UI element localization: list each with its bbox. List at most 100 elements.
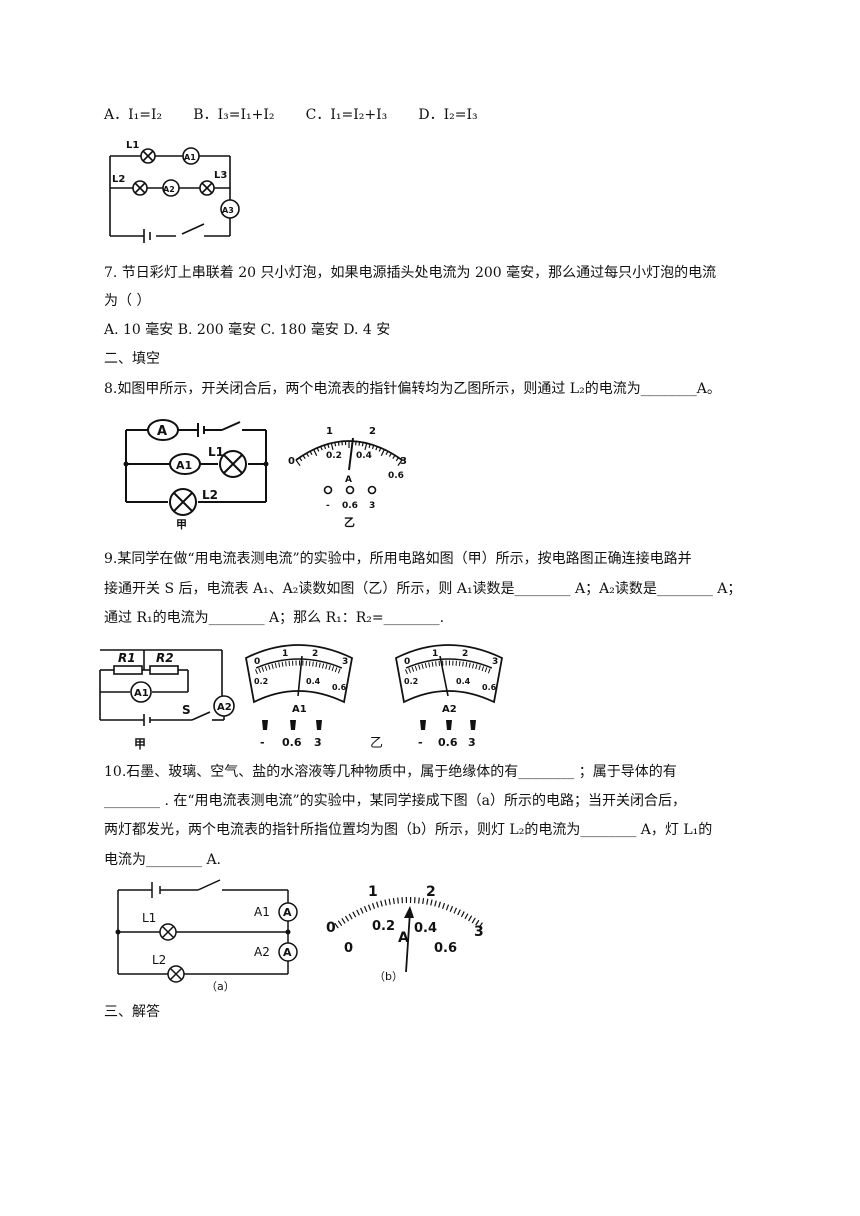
q8-caption-jia: 甲: [176, 518, 187, 531]
q8-dial-tick: [309, 450, 313, 456]
q8-dial-tick: [313, 449, 318, 457]
q10-b-top-2: 2: [426, 884, 436, 900]
q9-m2-terminal-3: 3: [468, 736, 476, 749]
q8-dial-tick: [295, 459, 301, 467]
q9-switch-s-label: S: [182, 703, 191, 717]
q9-m1-terminal-06: 0.6: [282, 736, 302, 749]
q8-unit-a: A: [345, 475, 352, 485]
q10-b-top-0: 0: [326, 920, 336, 936]
q10-caption-b: （b）: [374, 970, 403, 983]
q9-caption-yi: 乙: [370, 736, 384, 751]
q10-stem-line3: 两灯都发光，两个电流表的指针所指位置均为图（b）所示，则灯 L₂的电流为____…: [104, 822, 713, 838]
q10-b-top-1: 1: [368, 884, 378, 900]
q8-scale-bottom-3: 0.6: [388, 471, 404, 481]
q6-option-a: A．I₁=I₂: [104, 107, 163, 123]
q10-ammeter-1-symbol: A: [283, 906, 292, 919]
q9-m1-top-1: 1: [282, 649, 288, 659]
q9-stem-line2: 接通开关 S 后，电流表 A₁、A₂读数如图（乙）所示，则 A₁读数是_____…: [104, 581, 742, 597]
q8-dial-tick: [302, 454, 306, 459]
q8-dial-tick: [316, 447, 320, 452]
q8-dial-tick: [330, 442, 334, 451]
q8-dial-tick: [334, 442, 337, 447]
q8-terminal-06: 0.6: [342, 501, 358, 511]
q9-stem-line1: 9.某同学在做“用电流表测电流”的实验中，所用电路如图（甲）所示，按电路图正确连…: [104, 551, 692, 567]
q8-dial-tick: [395, 457, 399, 462]
q8-ammeter-a1-label: A1: [176, 459, 192, 472]
q10-ammeter-a2-label: A2: [254, 945, 270, 959]
q9-m2-bottom-2: 0.4: [456, 677, 471, 686]
q6-label-a2: A2: [163, 185, 175, 194]
q8-dial-tick: [337, 441, 340, 446]
q8-scale-top-3: 3: [400, 456, 407, 467]
q10-ammeter-2-symbol: A: [283, 946, 292, 959]
q8-terminal-minus: -: [326, 501, 330, 511]
q8-dial-tick: [385, 450, 389, 456]
q7-stem-line2: 为（ ）: [104, 293, 151, 309]
q6-label-l3: L3: [214, 170, 227, 181]
q8-stem: 8.如图甲所示，开关闭合后，两个电流表的指针偏转均为乙图所示，则通过 L₂的电流…: [104, 381, 721, 397]
q8-lamp-l1-label: L1: [208, 445, 224, 459]
q9-ammeter-a1: 0 1 2 3 0.2 0.4 0.6 A1 - 0.6 3: [244, 644, 354, 749]
q9-m1-top-3: 3: [342, 657, 348, 667]
q9-m2-top-1: 1: [432, 649, 438, 659]
q8-scale-top-1: 1: [326, 426, 333, 437]
q10-ammeter-dial-b: 0 1 2 3 0 0.2 0.4 0.6 A （b）: [326, 884, 484, 983]
q10-lamp-l2-label: L2: [152, 953, 166, 967]
q8-scale-bottom-1: 0.2: [326, 451, 342, 461]
q9-m2-top-2: 2: [462, 649, 468, 659]
q6-options: A．I₁=I₂ B．I₃=I₁+I₂ C．I₁=I₂+I₃ D．I₂=I₃: [104, 106, 478, 124]
q6-option-b: B．I₃=I₁+I₂: [193, 107, 275, 123]
q6-label-l1: L1: [126, 140, 139, 151]
q9-m1-terminal-3: 3: [314, 736, 322, 749]
q10-stem-line1: 10.石墨、玻璃、空气、盐的水溶液等几种物质中，属于绝缘体的有________ …: [104, 764, 677, 780]
q6-label-a3: A3: [222, 206, 234, 215]
q10-b-bottom-3: 0.6: [434, 941, 457, 956]
q8-dial-tick: [375, 446, 378, 451]
q8-dial-tick: [364, 442, 368, 451]
q10-caption-a: （a）: [206, 980, 235, 993]
q8-caption-yi: 乙: [344, 516, 355, 529]
q8-dial-tick: [306, 452, 310, 457]
q9-m1-name: A1: [292, 704, 307, 715]
q8-ammeter-a-label: A: [157, 424, 167, 439]
q8-dial-tick: [327, 443, 330, 449]
section-heading-answers: 三、解答: [104, 1004, 160, 1020]
q8-circuit-diagram: A A1 L1 L2 甲: [123, 419, 269, 531]
q8-terminal-3: 3: [369, 501, 375, 511]
q6-option-c: C．I₁=I₂+I₃: [305, 107, 388, 123]
section-heading-fill-in: 二、填空: [104, 351, 160, 367]
q8-lamp-l2-label: L2: [202, 488, 218, 502]
q8-dial-tick: [397, 459, 403, 467]
q9-m1-bottom-1: 0.2: [254, 677, 268, 686]
q8-dial-tick: [368, 443, 371, 449]
q8-dial-tick: [299, 457, 303, 462]
q8-ammeter-dial: 0 1 2 3 0.2 0.4 0.6 A - 0.6 3 乙: [288, 426, 407, 529]
q10-stem-line2: ________ . 在“用电流表测电流”的实验中，某同学接成下图（a）所示的电…: [104, 793, 687, 809]
q6-label-a1: A1: [184, 153, 196, 162]
q8-dial-tick: [323, 444, 327, 450]
q6-option-d: D．I₂=I₃: [418, 107, 478, 123]
q10-circuit-diagram-a: L1 L2 A1 A2 A A （a）: [115, 879, 298, 993]
q10-b-bottom-2: 0.4: [414, 921, 437, 936]
q8-dial-tick: [378, 447, 382, 452]
q9-m2-name: A2: [442, 704, 457, 715]
q7-options: A. 10 毫安 B. 200 毫安 C. 180 毫安 D. 4 安: [104, 322, 391, 338]
q9-m2-top-3: 3: [492, 657, 498, 667]
q9-stem-line3: 通过 R₁的电流为________ A；那么 R₁：R₂=________.: [104, 610, 445, 626]
q10-lamp-l1-label: L1: [142, 911, 156, 925]
q10-b-bottom-0: 0: [344, 941, 353, 956]
q10-stem-line4: 电流为________ A.: [104, 852, 222, 868]
q8-dial-tick: [392, 454, 396, 459]
q8-dial-tick: [371, 444, 375, 450]
q9-resistor-r2-label: R2: [156, 651, 174, 665]
q9-m1-bottom-3: 0.6: [332, 683, 347, 692]
q8-scale-top-2: 2: [369, 426, 376, 437]
q9-m2-terminal-minus: -: [418, 736, 423, 749]
q8-dial-tick: [380, 449, 385, 457]
q7-stem-line1: 7. 节日彩灯上串联着 20 只小灯泡，如果电源插头处电流为 200 毫安，那么…: [104, 265, 717, 281]
q10-b-top-3: 3: [474, 924, 484, 940]
q9-ammeter-a2-label: A2: [217, 702, 232, 713]
q9-circuit-diagram: R1 R2 A1 A2 S 甲: [99, 649, 235, 751]
q9-m2-bottom-1: 0.2: [404, 677, 418, 686]
q9-m1-top-2: 2: [312, 649, 318, 659]
